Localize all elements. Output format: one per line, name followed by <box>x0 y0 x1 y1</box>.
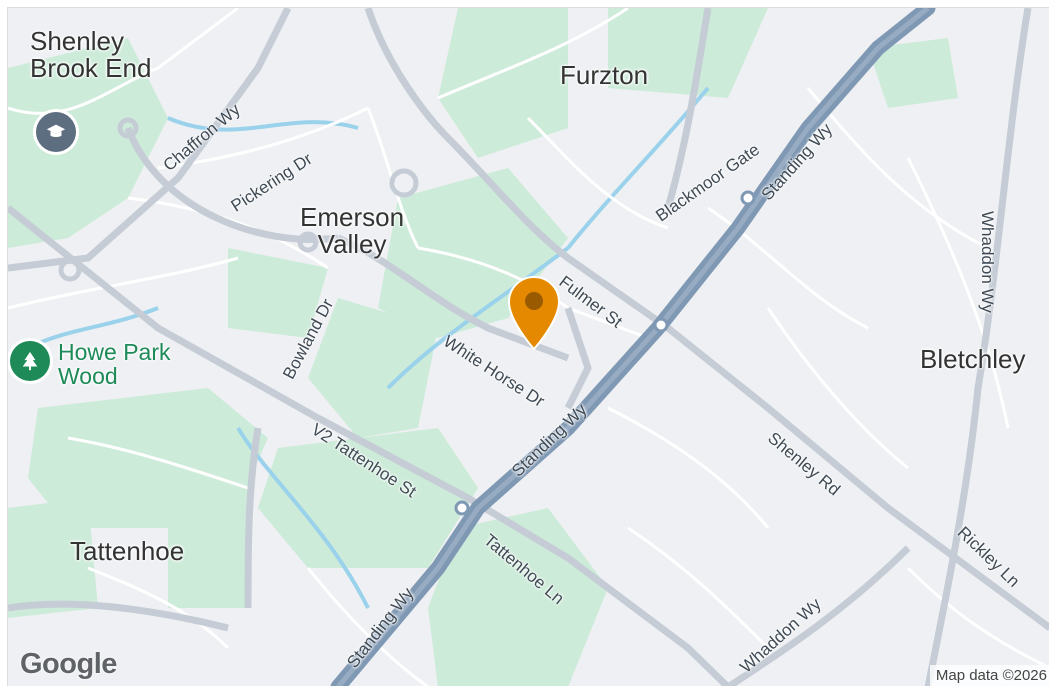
place-label: Tattenhoe <box>70 536 185 566</box>
road-label: Whaddon Wy <box>978 211 997 313</box>
place-label: Bletchley <box>920 344 1026 374</box>
tree-icon[interactable] <box>10 341 50 381</box>
roundabouts <box>58 117 419 282</box>
park-areas <box>8 8 958 686</box>
school-icon[interactable] <box>36 112 76 152</box>
map-base-layer <box>8 8 1049 686</box>
google-logo[interactable]: Google <box>20 648 117 680</box>
junctions <box>454 190 756 516</box>
location-pin-icon[interactable] <box>507 275 561 351</box>
map-attribution[interactable]: Map data ©2026 <box>929 665 1049 686</box>
place-label: Furzton <box>560 60 649 90</box>
collector-roads <box>8 8 1049 686</box>
